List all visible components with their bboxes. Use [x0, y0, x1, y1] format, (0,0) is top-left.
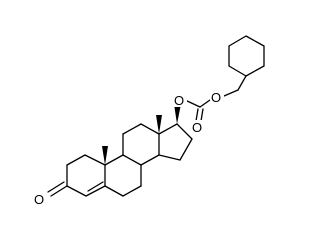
- methyl-wedge-c10: [102, 146, 108, 165]
- cyclohexyl-ring: [228, 35, 265, 77]
- ketone-oxygen-label: O: [34, 192, 44, 207]
- bond-carbonyl-c-to-o17: [184, 99, 201, 108]
- ring-d: [158, 123, 193, 161]
- ring-a: [66, 154, 106, 197]
- ester-oxygen-label: O: [174, 93, 184, 108]
- bond-ch2-to-o: [223, 89, 239, 97]
- bond-o-to-carbonyl-c: [199, 99, 211, 108]
- bond-ring-to-ch2: [237, 75, 247, 91]
- o17-wedge: [174, 104, 181, 124]
- methyl-wedge-c13: [156, 115, 162, 134]
- bond-carbonyl-double-1: [195, 108, 199, 122]
- bond-ketone-1: [50, 185, 68, 197]
- molecule-structure: O O O O: [33, 35, 265, 207]
- bond-carbonyl-double-2: [200, 108, 204, 122]
- bond-ketone-2: [47, 181, 65, 193]
- ring-b: [104, 154, 142, 197]
- carbonyl-oxygen-label: O: [192, 120, 202, 135]
- ring-c: [122, 123, 160, 166]
- structure-canvas: O O O O: [33, 35, 265, 207]
- ether-oxygen-label: O: [211, 90, 221, 105]
